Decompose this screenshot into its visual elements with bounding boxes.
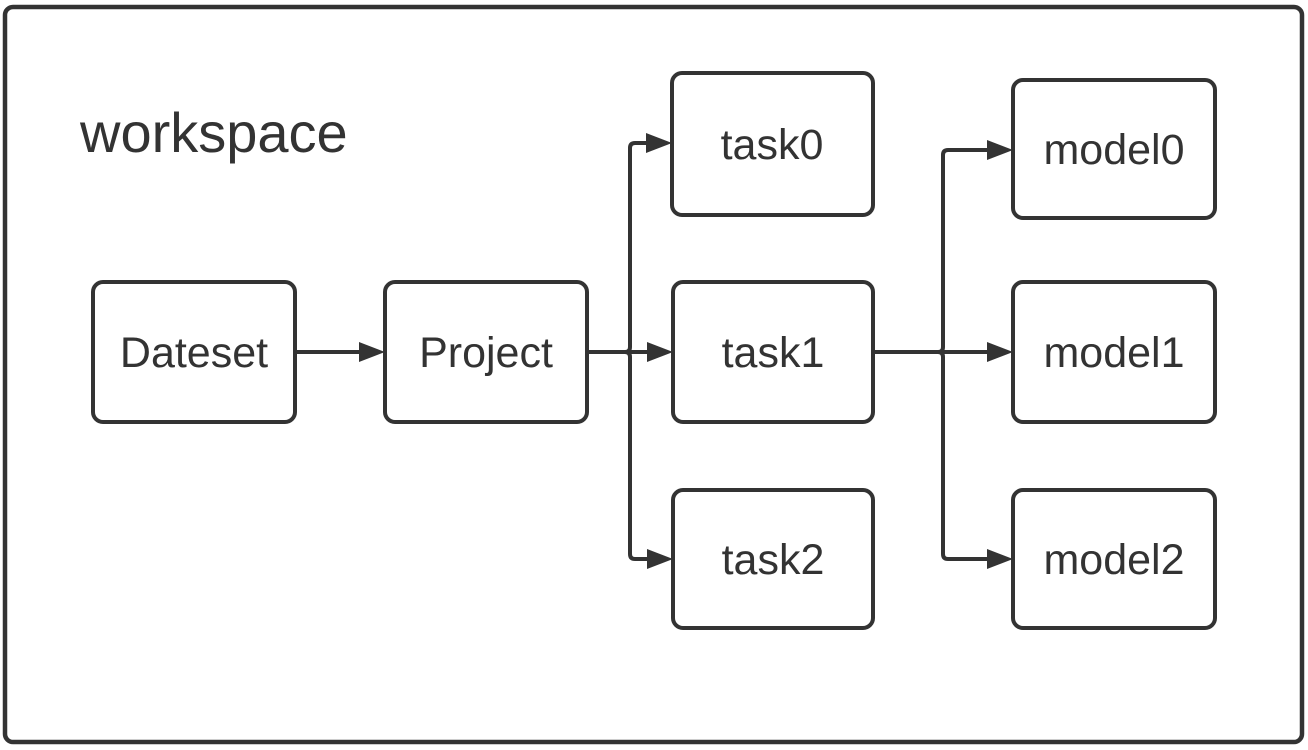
node-model1-box (1011, 280, 1217, 424)
node-task2: task2 (671, 488, 875, 630)
node-model2-label: model2 (1043, 536, 1184, 584)
workspace-title: workspace (79, 101, 348, 164)
node-model2-box (1011, 488, 1217, 630)
node-model0-box (1011, 78, 1217, 220)
node-dateset-box (91, 280, 297, 424)
edge-task1-model2 (873, 350, 1013, 569)
node-task2-box (671, 488, 875, 630)
node-dateset: Dateset (91, 280, 297, 424)
node-task1-box (671, 280, 875, 424)
node-task0: task0 (670, 71, 875, 217)
node-task2-label: task2 (722, 536, 825, 584)
node-project-box (383, 280, 589, 424)
node-model2: model2 (1011, 488, 1217, 630)
node-task1: task1 (671, 280, 875, 424)
node-project-label: Project (419, 329, 553, 377)
node-model1: model1 (1011, 280, 1217, 424)
node-model1-label: model1 (1043, 329, 1184, 377)
node-task1-label: task1 (722, 329, 825, 377)
edge-group (295, 133, 1013, 569)
node-model0: model0 (1011, 78, 1217, 220)
node-dateset-label: Dateset (120, 329, 268, 377)
node-task0-label: task0 (721, 121, 824, 169)
node-project: Project (383, 280, 589, 424)
edge-project-task2 (587, 350, 673, 569)
node-task0-box (670, 71, 875, 217)
node-model0-label: model0 (1043, 126, 1184, 174)
